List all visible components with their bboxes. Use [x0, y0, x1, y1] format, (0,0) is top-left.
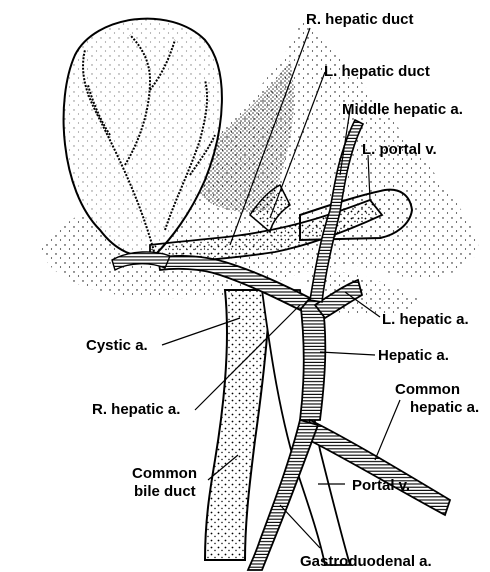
label-middle-hepatic-a: Middle hepatic a.	[342, 101, 463, 118]
label-gastroduodenal-a: Gastroduodenal a.	[300, 553, 432, 570]
label-l-portal-v: L. portal v.	[362, 141, 437, 158]
label-r-hepatic-a: R. hepatic a.	[92, 401, 180, 418]
label-common-bile-duct-2: bile duct	[134, 483, 196, 500]
label-r-hepatic-duct: R. hepatic duct	[306, 11, 414, 28]
label-hepatic-a: Hepatic a.	[378, 347, 449, 364]
label-portal-v: Portal v.	[352, 477, 410, 494]
label-l-hepatic-a: L. hepatic a.	[382, 311, 469, 328]
label-cystic-a: Cystic a.	[86, 337, 148, 354]
label-common-bile-duct-1: Common	[132, 465, 197, 482]
label-common-hepatic-a-1: Common	[395, 381, 460, 398]
common-bile-duct	[205, 290, 270, 560]
label-common-hepatic-a-2: hepatic a.	[410, 399, 479, 416]
label-l-hepatic-duct: L. hepatic duct	[324, 63, 430, 80]
